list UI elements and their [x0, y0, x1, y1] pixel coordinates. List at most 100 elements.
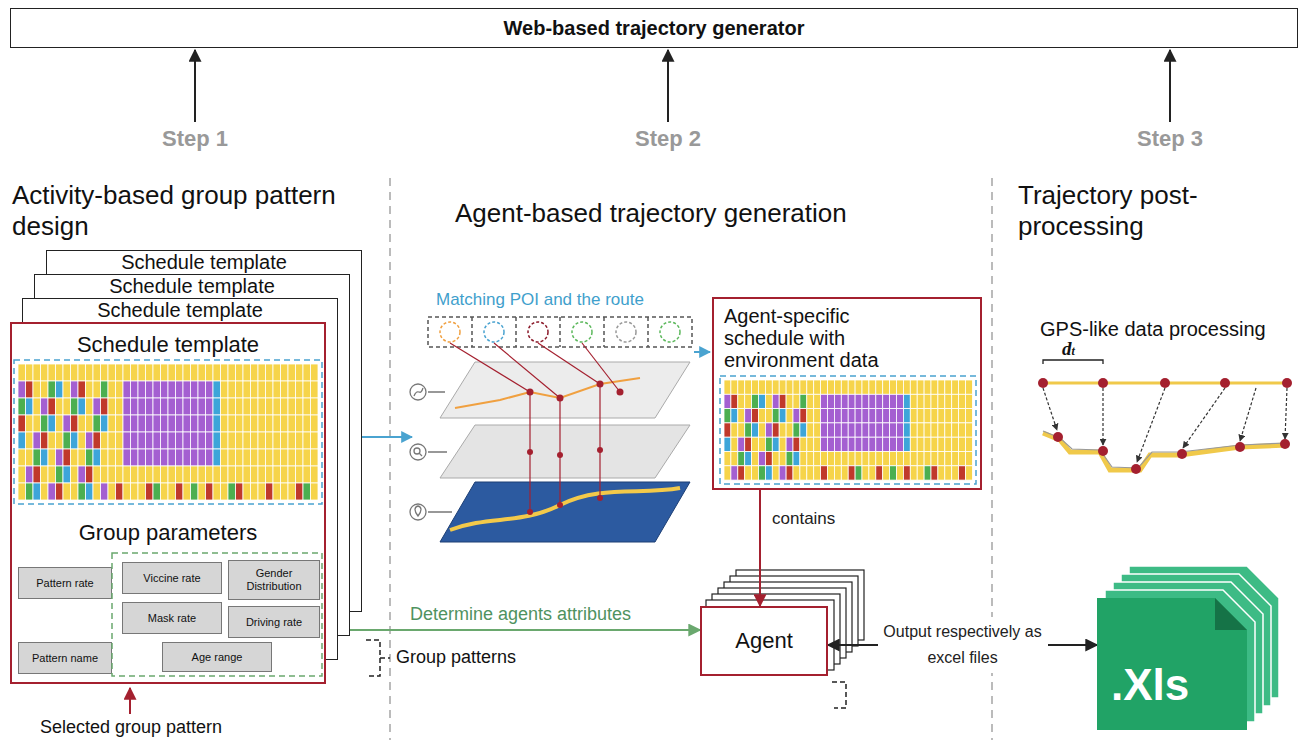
schedule-cell	[807, 423, 814, 437]
schedule-cell	[213, 449, 221, 466]
schedule-cell	[890, 409, 897, 423]
parameter-box: Gender Distribution	[228, 560, 320, 600]
schedule-cell	[191, 483, 199, 500]
schedule-cell	[752, 452, 759, 466]
map-layers	[599, 384, 600, 498]
schedule-cell	[183, 432, 191, 449]
schedule-cell	[213, 398, 221, 415]
schedule-cell	[243, 483, 251, 500]
schedule-cell	[288, 364, 296, 381]
schedule-cell	[258, 415, 266, 432]
schedule-cell	[221, 415, 229, 432]
schedule-cell	[273, 381, 281, 398]
schedule-cell	[266, 398, 274, 415]
pointer-arrow	[129, 688, 131, 714]
schedule-cell	[198, 466, 206, 483]
schedule-cell	[138, 398, 146, 415]
parameter-box: Viccine rate	[122, 562, 222, 594]
schedule-cell	[176, 415, 184, 432]
schedule-cell	[191, 381, 199, 398]
schedule-cell	[890, 380, 897, 394]
schedule-cell	[807, 380, 814, 394]
schedule-cell	[146, 415, 154, 432]
map-layers	[527, 381, 624, 516]
schedule-cell	[862, 394, 869, 408]
schedule-cell	[917, 380, 924, 394]
schedule-cell	[731, 394, 738, 408]
schedule-cell	[236, 398, 244, 415]
schedule-cell	[772, 437, 779, 451]
schedule-cell	[869, 409, 876, 423]
schedule-cell	[759, 409, 766, 423]
schedule-cell	[897, 437, 904, 451]
schedule-cell	[296, 432, 304, 449]
schedule-cell	[945, 437, 952, 451]
schedule-cell	[855, 437, 862, 451]
schedule-cell	[191, 432, 199, 449]
schedule-cell	[168, 432, 176, 449]
schedule-cell	[876, 380, 883, 394]
map-layers	[527, 389, 534, 396]
schedule-cell	[48, 381, 56, 398]
schedule-cell	[123, 398, 131, 415]
schedule-cell	[890, 394, 897, 408]
schedule-cell	[101, 398, 109, 415]
schedule-cell	[876, 452, 883, 466]
schedule-cell	[228, 415, 236, 432]
schedule-cell	[206, 415, 214, 432]
schedule-cell	[153, 483, 161, 500]
schedule-cell	[779, 466, 786, 480]
schedule-cell	[779, 409, 786, 423]
schedule-cell	[938, 466, 945, 480]
map-layers	[597, 447, 603, 453]
schedule-cell	[183, 398, 191, 415]
schedule-cell	[759, 394, 766, 408]
schedule-cell	[890, 466, 897, 480]
schedule-cell	[828, 423, 835, 437]
schedule-cell	[903, 452, 910, 466]
schedule-cell	[759, 380, 766, 394]
schedule-cell	[221, 449, 229, 466]
map-layers	[440, 425, 690, 478]
schedule-cell	[116, 432, 124, 449]
schedule-cell	[779, 380, 786, 394]
schedule-cell	[153, 398, 161, 415]
schedule-cell	[18, 364, 26, 381]
gps-processing-figure	[1131, 464, 1141, 474]
schedule-cell	[786, 452, 793, 466]
schedule-cell	[931, 466, 938, 480]
schedule-cell	[41, 381, 49, 398]
schedule-cell	[959, 394, 966, 408]
schedule-cell	[228, 381, 236, 398]
schedule-cell	[33, 449, 41, 466]
map-layers	[428, 392, 452, 512]
schedule-cell	[841, 409, 848, 423]
schedule-cell	[731, 466, 738, 480]
section-title: Schedule template	[12, 332, 324, 358]
schedule-cell	[883, 394, 890, 408]
schedule-cell	[855, 380, 862, 394]
schedule-cell	[917, 452, 924, 466]
schedule-cell	[917, 394, 924, 408]
schedule-cell	[33, 483, 41, 500]
schedule-cell	[273, 415, 281, 432]
poi-route-row	[484, 322, 504, 342]
schedule-cell	[71, 466, 79, 483]
schedule-cell	[168, 364, 176, 381]
schedule-cell	[862, 452, 869, 466]
schedule-cell	[93, 432, 101, 449]
schedule-cell	[883, 466, 890, 480]
schedule-cell	[841, 452, 848, 466]
map-layers	[557, 502, 563, 508]
gps-processing-figure	[1220, 378, 1230, 388]
schedule-cell	[724, 394, 731, 408]
schedule-cell	[807, 409, 814, 423]
step-label: Step 1	[155, 126, 235, 152]
schedule-cell	[765, 394, 772, 408]
schedule-cell	[745, 423, 752, 437]
map-layers	[557, 452, 563, 458]
schedule-cell	[86, 381, 94, 398]
schedule-cell	[251, 432, 259, 449]
schedule-cell	[131, 449, 139, 466]
schedule-cell	[168, 415, 176, 432]
